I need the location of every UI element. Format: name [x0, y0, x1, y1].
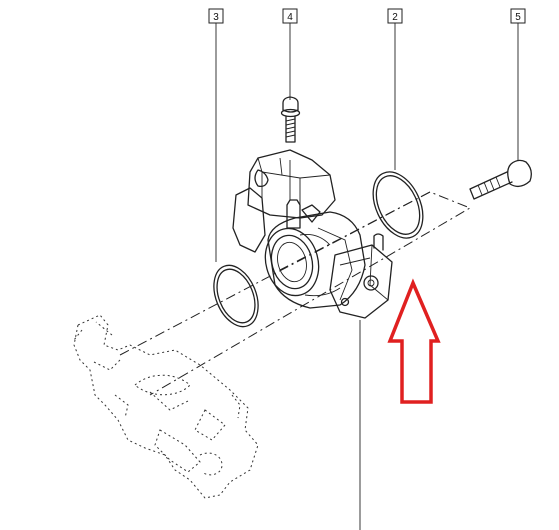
- long-bolt-5: [469, 159, 532, 200]
- intake-manifold: [73, 314, 259, 499]
- callout-3-label: 3: [213, 12, 219, 23]
- callout-4-label: 4: [287, 12, 293, 23]
- throttle-body: [232, 149, 393, 319]
- red-up-arrow: [387, 278, 441, 404]
- callout-2: 2: [387, 8, 403, 24]
- seal-ring-2: [372, 171, 424, 239]
- callout-4: 4: [282, 8, 298, 24]
- callout-2-label: 2: [392, 12, 398, 23]
- seal-ring-3: [213, 264, 259, 328]
- bolt-4: [280, 96, 301, 143]
- callout-5: 5: [510, 8, 526, 24]
- callout-3: 3: [208, 8, 224, 24]
- callout-5-label: 5: [515, 12, 521, 23]
